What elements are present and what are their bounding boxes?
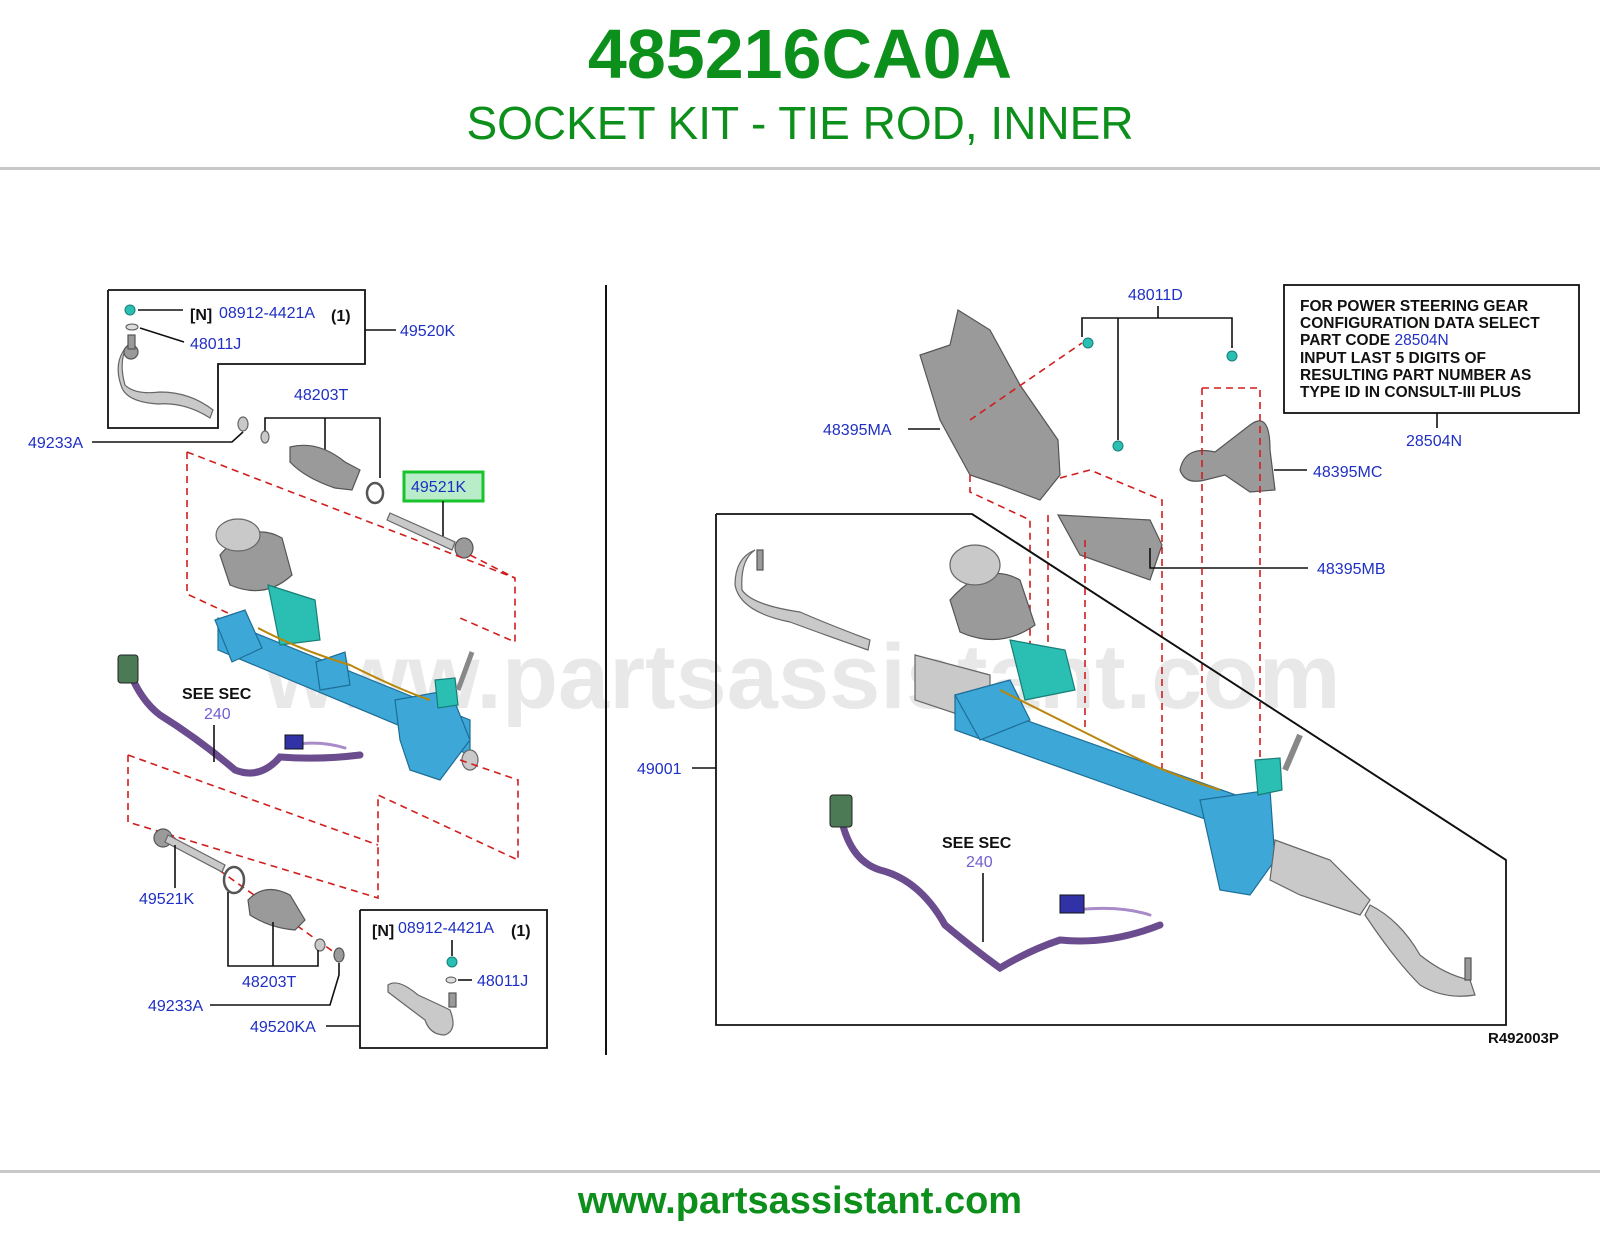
kit-top-n-marker: [N] xyxy=(190,307,212,324)
note-line-6: TYPE ID IN CONSULT-III PLUS xyxy=(1300,384,1521,401)
right-panel: 48011D 48395MA 48395MC 48395MB 49001 xyxy=(637,284,1580,1047)
part-label-08912-4421A-top[interactable]: 08912-4421A xyxy=(219,305,315,322)
heat-shield-48395ma xyxy=(919,309,1061,501)
see-sec-label-left: SEE SEC xyxy=(182,686,252,703)
outer-tie-rod-end-bottom xyxy=(387,982,457,1036)
note-line-4: INPUT LAST 5 DIGITS OF xyxy=(1300,350,1486,367)
kit-bottom-qty: (1) xyxy=(511,923,531,940)
bolt-icon-right-1 xyxy=(1082,337,1094,349)
part-label-28504N[interactable]: 28504N xyxy=(1406,433,1462,450)
footer-url[interactable]: www.partsassistant.com xyxy=(577,1180,1023,1222)
boot-top xyxy=(260,430,385,505)
part-name-subtitle: SOCKET KIT - TIE ROD, INNER xyxy=(466,97,1134,149)
nut-icon-top xyxy=(237,416,249,432)
wiring-harness-right xyxy=(829,794,1164,973)
config-note-box xyxy=(1283,284,1580,414)
note-line-1: FOR POWER STEERING GEAR xyxy=(1300,298,1528,315)
part-label-48011D[interactable]: 48011D xyxy=(1128,287,1183,304)
cover-48395mb xyxy=(1056,514,1163,581)
kit-box-top xyxy=(107,289,366,429)
bolt-icon-right-3 xyxy=(1112,440,1124,452)
bolt-icon-bottom xyxy=(446,956,458,968)
kit-box-bottom xyxy=(359,909,548,1049)
see-sec-number-left[interactable]: 240 xyxy=(204,706,231,723)
see-sec-number-right[interactable]: 240 xyxy=(966,854,993,871)
inner-tie-rod-top xyxy=(386,512,474,559)
part-label-48011J-top[interactable]: 48011J xyxy=(190,336,241,353)
part-label-49233A-top[interactable]: 49233A xyxy=(28,435,83,452)
inner-tie-rod-bottom xyxy=(153,828,226,873)
note-line-3: PART CODE 28504N xyxy=(1300,332,1449,349)
part-label-48203T-bottom[interactable]: 48203T xyxy=(242,974,296,991)
part-label-48011J-bottom[interactable]: 48011J xyxy=(477,973,528,990)
bolt-icon-right-2 xyxy=(1226,350,1238,362)
part-label-08912-4421A-bottom[interactable]: 08912-4421A xyxy=(398,920,494,937)
bolt-icon-top xyxy=(124,304,136,316)
wiring-harness-left xyxy=(117,654,364,777)
steering-rack-left xyxy=(214,518,479,781)
figure-code: R492003P xyxy=(1488,1030,1559,1047)
note-line-3-prefix: PART CODE xyxy=(1300,332,1394,349)
highlighted-part-box xyxy=(402,470,485,503)
washer-icon-bottom xyxy=(445,976,457,984)
boot-bottom xyxy=(222,865,326,952)
part-number-title: 485216CA0A xyxy=(587,15,1013,93)
part-label-49520KA[interactable]: 49520KA xyxy=(250,1019,316,1036)
steering-rack-right xyxy=(734,544,1476,997)
assembly-box-49001 xyxy=(715,513,1507,1026)
header-divider xyxy=(0,167,1600,170)
left-panel: [N] 08912-4421A (1) 48011J 49520K 49233A… xyxy=(28,289,548,1049)
outer-tie-rod-end-top xyxy=(117,334,214,419)
note-line-5: RESULTING PART NUMBER AS xyxy=(1300,367,1531,384)
part-label-49521K-bottom[interactable]: 49521K xyxy=(139,891,194,908)
part-label-49521K-highlighted[interactable]: 49521K xyxy=(411,479,466,496)
cover-48395mc xyxy=(1179,420,1276,493)
part-label-48395MC[interactable]: 48395MC xyxy=(1313,464,1382,481)
washer-icon-top xyxy=(125,323,139,331)
nut-icon-bottom xyxy=(333,947,345,963)
part-label-48395MA[interactable]: 48395MA xyxy=(823,422,892,439)
part-label-48203T-top[interactable]: 48203T xyxy=(294,387,348,404)
footer-divider xyxy=(0,1170,1600,1173)
see-sec-label-right: SEE SEC xyxy=(942,835,1012,852)
part-label-49233A-bottom[interactable]: 49233A xyxy=(148,998,203,1015)
part-label-48395MB[interactable]: 48395MB xyxy=(1317,561,1386,578)
kit-top-qty: (1) xyxy=(331,308,351,325)
kit-bottom-n-marker: [N] xyxy=(372,923,394,940)
part-label-49001[interactable]: 49001 xyxy=(637,761,682,778)
note-part-code[interactable]: 28504N xyxy=(1394,332,1448,349)
part-label-49520K[interactable]: 49520K xyxy=(400,323,455,340)
note-line-2: CONFIGURATION DATA SELECT xyxy=(1300,315,1540,332)
